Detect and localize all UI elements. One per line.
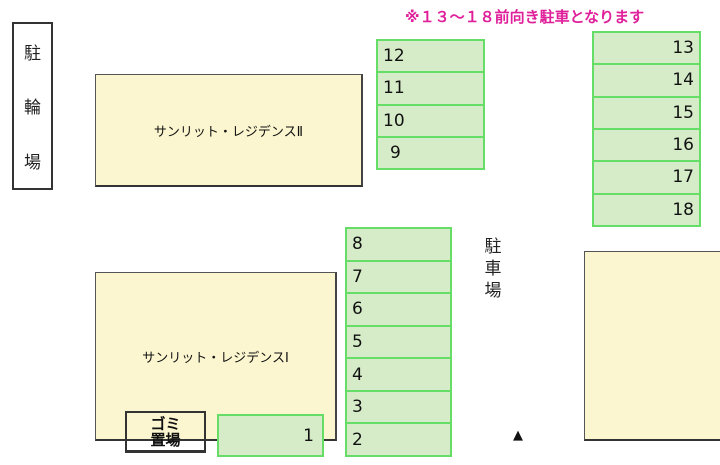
label-char: 輪 [24,98,41,119]
label-char: 駐 [484,237,502,257]
parking-spot: 15 [594,98,699,130]
bicycle-parking: 駐 輪 場 [12,22,53,190]
building-label: サンリット・レジデンスⅠ [142,350,289,366]
label-char: 場 [484,281,502,301]
triangle-marker-icon: ▲ [513,428,523,443]
parking-spot: 3 [347,392,450,425]
parking-spot: 12 [378,41,483,74]
parking-spot: 6 [347,294,450,327]
label-char: 駐 [24,43,41,64]
parking-spot: 4 [347,359,450,392]
garbage-label: 置場 [150,430,181,449]
building-sunlit-residence-2: サンリット・レジデンスⅡ [95,74,363,187]
parking-spot: 18 [672,199,694,220]
front-parking-note: ※１３〜１８前向き駐車となります [405,8,645,26]
garbage-label: ゴミ [150,414,181,433]
parking-spot: 17 [594,162,699,195]
parking-spot: 13 [594,33,699,66]
parking-spot-1-block: 1 [217,414,324,457]
garbage-area: ゴミ 置場 [125,411,206,453]
parking-column-2-8: 8 7 6 5 4 3 2 [345,227,452,457]
parking-spot: 16 [594,130,699,163]
parking-spot: 8 [347,229,450,262]
parking-spot: 1 [303,425,314,446]
parking-spot: 14 [594,65,699,98]
parking-spot: 5 [347,327,450,360]
parking-column-9-12: 12 11 10 9 [376,39,485,170]
parking-spot: 7 [347,262,450,295]
label-char: 車 [484,259,502,279]
parking-lot-label: 駐 車 場 [481,236,505,302]
parking-column-13-18: 13 14 15 16 17 18 [592,31,701,227]
neighbor-building [584,251,720,441]
parking-spot: 2 [352,429,363,450]
parking-spot: 11 [378,73,483,106]
building-label: サンリット・レジデンスⅡ [153,124,304,140]
parking-spot: 10 [378,106,483,138]
label-char: 場 [24,153,41,174]
parking-spot: 9 [390,142,401,163]
